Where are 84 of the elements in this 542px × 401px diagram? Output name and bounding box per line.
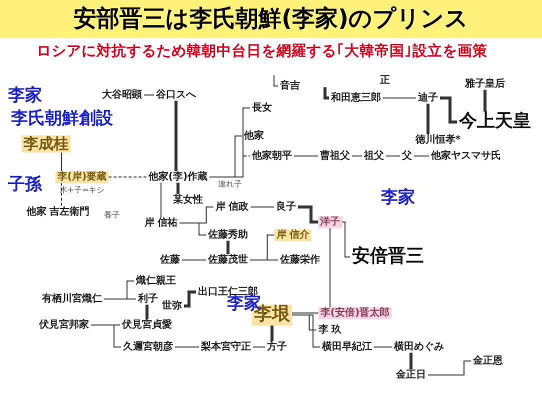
person-name: 梨本宮守正 [199, 341, 253, 353]
person-name: 雅子皇后 [463, 78, 507, 90]
family-label: 李家 [8, 84, 42, 106]
family-line [160, 182, 162, 218]
family-line [274, 74, 278, 86]
person-name: 横田早紀江 [320, 341, 374, 353]
person-name: 祖父 [362, 150, 386, 162]
family-line [184, 290, 196, 308]
dashed-line [60, 182, 62, 207]
person-name: 曹祖父 [318, 150, 352, 162]
person-name: 大谷昭顕 [100, 89, 144, 101]
person-name: 佐藤秀助 [206, 229, 250, 241]
person-name: 長女 [250, 102, 274, 114]
person-name: 谷口スへ [154, 89, 198, 101]
person-name: 岸 信政 [213, 201, 251, 213]
family-line [179, 222, 206, 236]
person-name: 音吉 [278, 80, 302, 92]
family-line [226, 240, 230, 254]
person-name: 他家朝平 [250, 150, 294, 162]
person-name: 横田めぐみ [392, 341, 446, 353]
person-name: 李成桂 [22, 135, 70, 153]
person-name: 李(岸)要蔵 [55, 171, 109, 183]
person-name: 某女性 [171, 194, 205, 206]
person-name: 他家 [242, 130, 266, 142]
subtitle: ロシアに対抗するため韓朝中台日を網羅する｢大韓帝国｣設立を画策 [36, 42, 488, 60]
family-line [250, 206, 274, 208]
person-name: 佐藤 [158, 254, 182, 266]
family-line [104, 298, 136, 300]
family-line [144, 94, 154, 96]
family-line [484, 90, 486, 112]
person-name: 金正恩 [471, 355, 505, 367]
family-line [428, 360, 472, 376]
family-line [146, 304, 148, 320]
person-name: 熾仁親王 [134, 275, 178, 287]
person-name: 伏見宮邦家 [37, 319, 91, 331]
family-line [342, 222, 350, 258]
person-name: 有栖川宮熾仁 [40, 293, 104, 305]
person-name: 世弥 [160, 300, 184, 312]
person-name: 久邇宮朝彦 [121, 341, 175, 353]
person-name: 方子 [265, 341, 289, 353]
dashed-line [108, 176, 147, 178]
dashed-line [209, 156, 250, 178]
family-line [426, 104, 430, 134]
person-name: 岸 信介 [274, 229, 312, 241]
person-name: 徳川恒孝* [413, 134, 463, 146]
person-name: 他家(李)作蔵 [146, 171, 210, 183]
person-name: 佐藤茂世 [206, 254, 250, 266]
person-name: 安倍晋三 [350, 246, 426, 268]
family-line [410, 352, 412, 370]
family-label: 子孫 [8, 174, 42, 196]
family-line [60, 152, 62, 172]
family-label: 李氏朝鮮創設 [11, 108, 113, 130]
title-banner: 安部晋三は李氏朝鮮(李家)のプリンス [0, 0, 542, 38]
family-line [324, 87, 329, 100]
side-note: 木+子=キシ [59, 184, 105, 196]
person-name: 和田恵三郎 [329, 92, 383, 104]
person-name: 正 [380, 74, 390, 87]
person-name: 岸 信祐 [142, 217, 180, 229]
family-line [176, 182, 180, 194]
person-name: 他家ヤスマサ氏 [429, 150, 503, 162]
edge-label: 連れ子 [218, 178, 242, 190]
person-name: 洋子 [318, 216, 342, 228]
person-name: 父 [400, 150, 414, 162]
person-name: 金正日 [394, 369, 428, 381]
family-line [174, 346, 200, 348]
person-name: 迪子 [416, 92, 440, 104]
family-line [298, 206, 318, 224]
family-line [90, 324, 122, 348]
person-name: 利子 [136, 293, 160, 305]
family-line [270, 325, 274, 342]
family-line [440, 96, 457, 124]
family-line [292, 312, 319, 314]
family-line [174, 100, 178, 172]
person-name: 良子 [274, 201, 298, 213]
person-name: 今上天皇 [457, 112, 533, 132]
person-name: 李(安倍)晋太郎 [318, 307, 392, 319]
family-label: 李家 [381, 186, 415, 208]
person-name: 他家 吉左衛門 [24, 206, 92, 218]
side-note: 養子 [104, 210, 120, 220]
person-name: 佐藤栄作 [278, 254, 322, 266]
family-line [374, 346, 392, 348]
person-name: 伏見宮貞愛 [120, 319, 174, 331]
person-name: 李 玖 [316, 324, 344, 336]
family-line [252, 346, 266, 348]
